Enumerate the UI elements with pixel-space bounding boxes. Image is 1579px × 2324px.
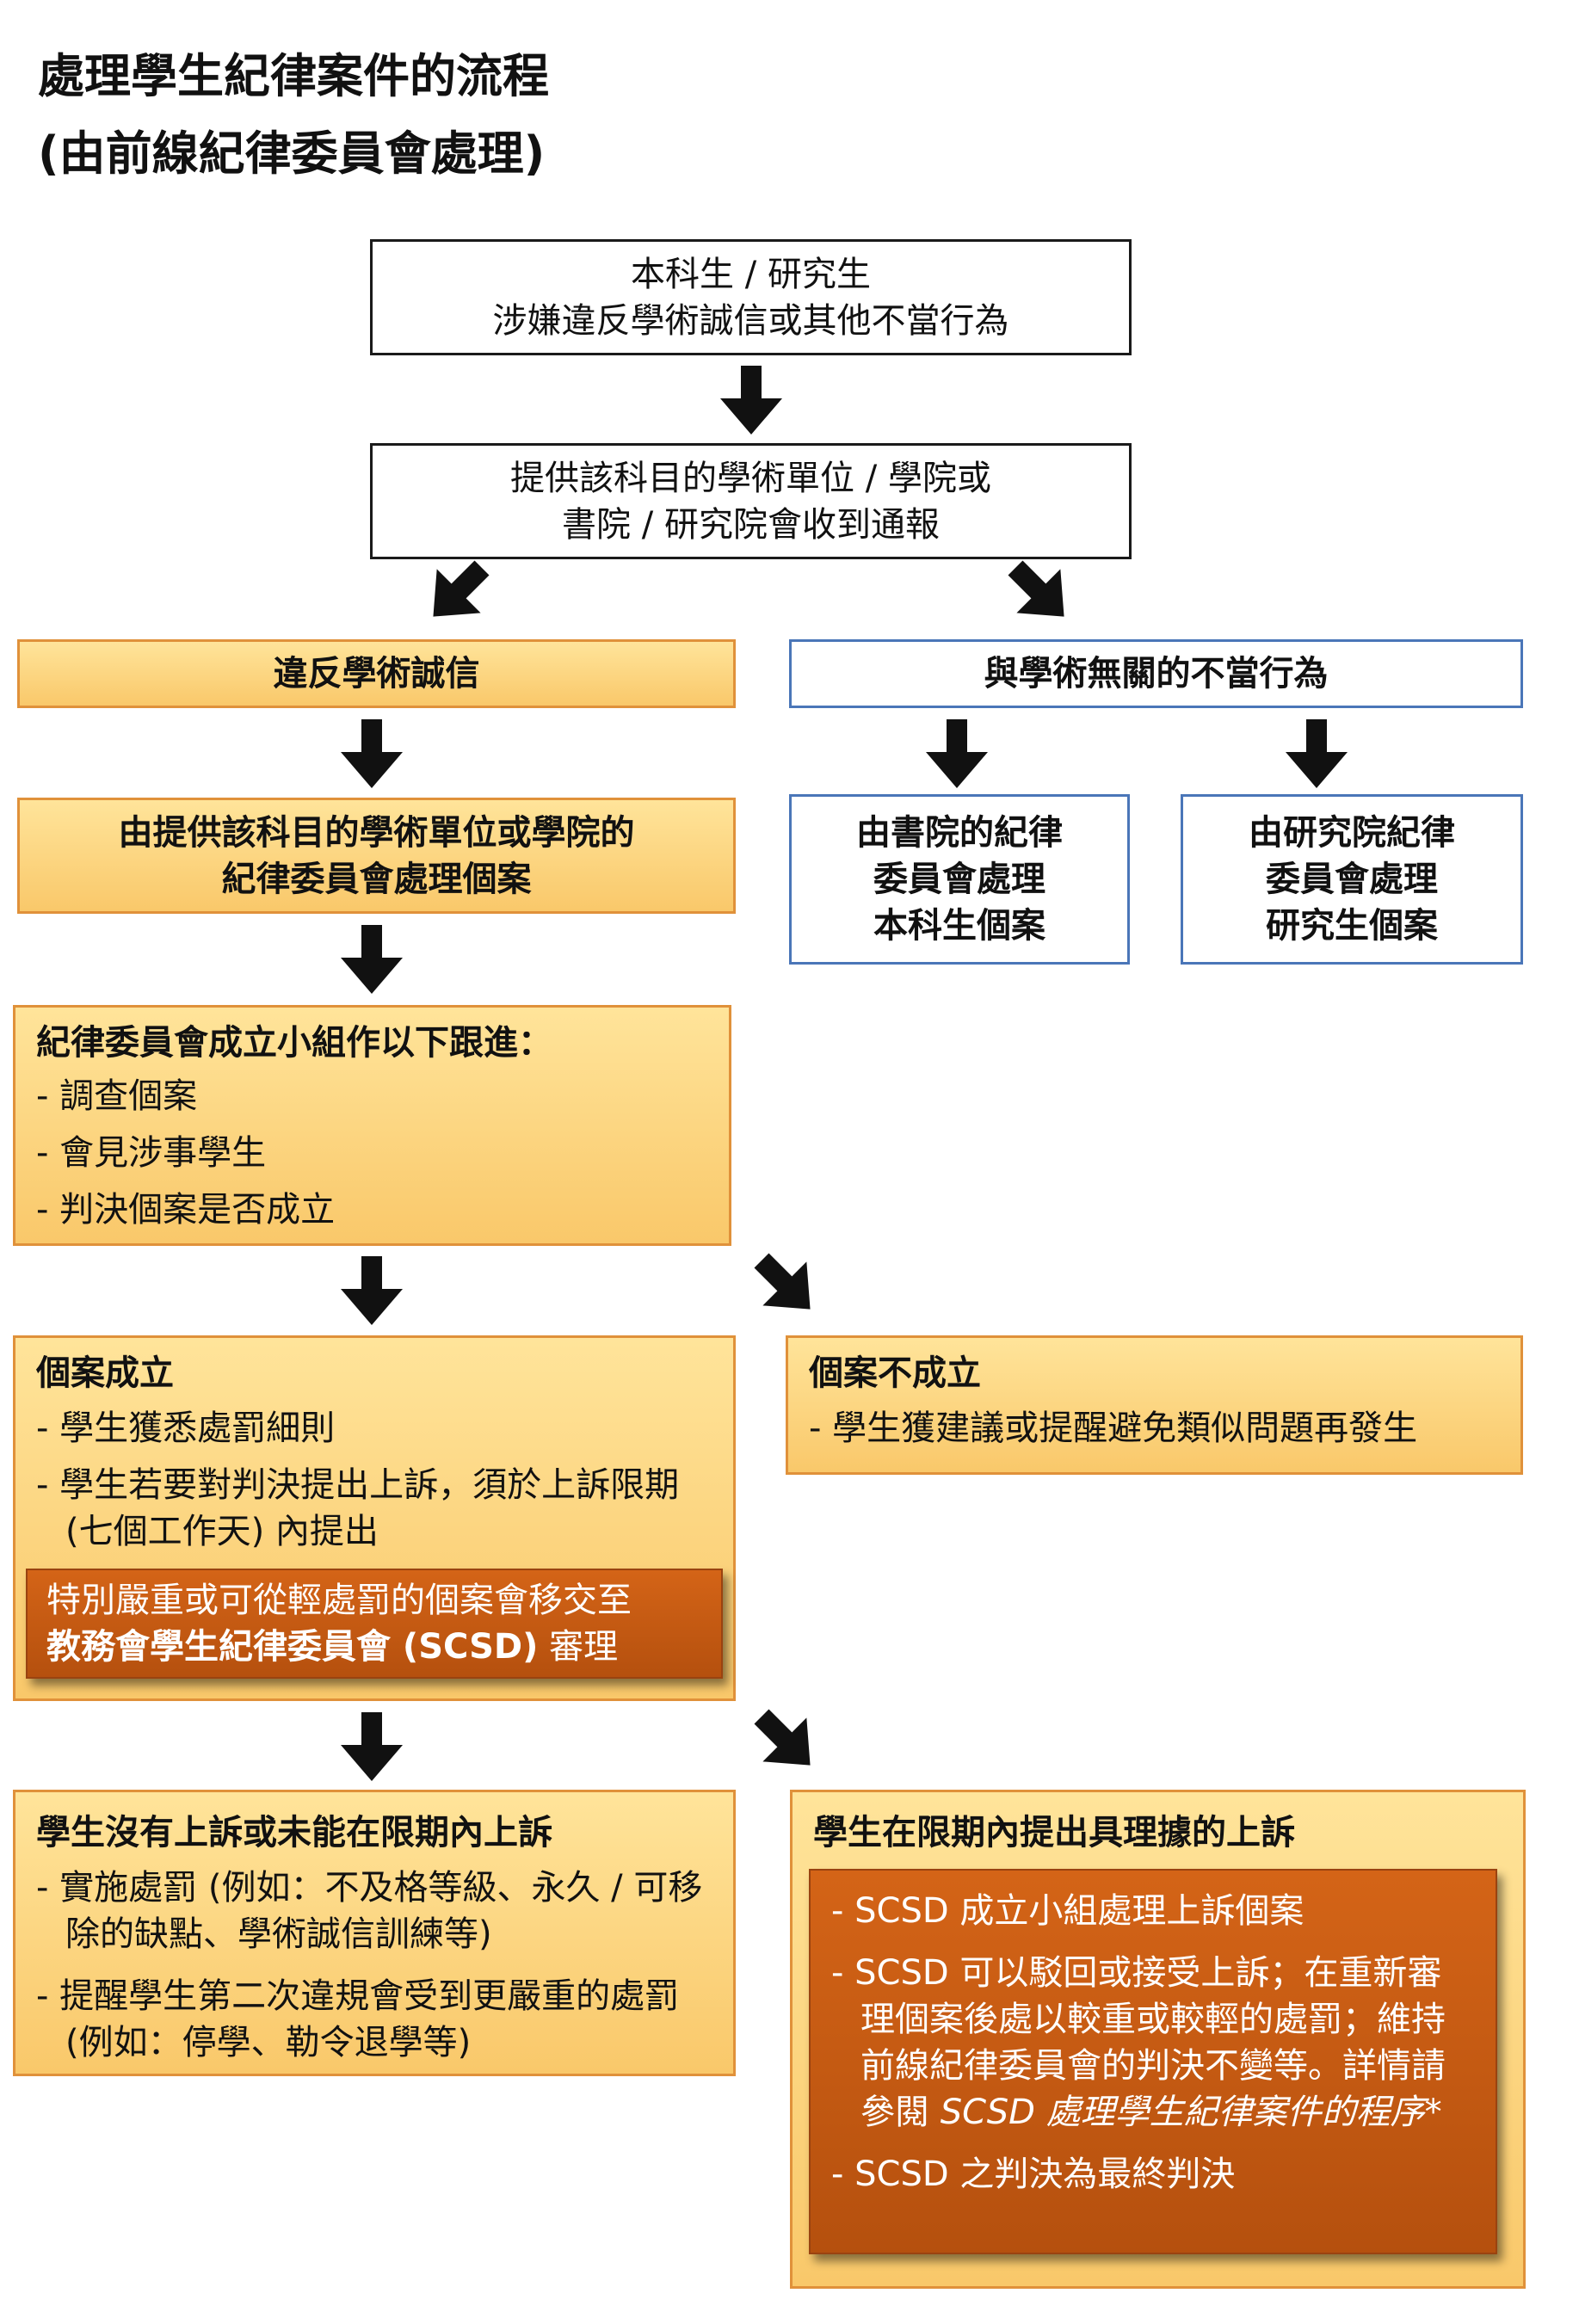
page-title: 處理學生紀律案件的流程 [38, 49, 549, 103]
no-appeal-item: - 實施處罰 (例如：不及格等級、永久 / 可移除的缺點、學術誠信訓練等) [36, 1868, 703, 1954]
no-appeal-item: - 提醒學生第二次違規會受到更嚴重的處罰 (例如：停學、勒令退學等) [36, 1976, 680, 2062]
graduate-committee-line2: 委員會處理 [1266, 860, 1438, 899]
appeal-heading: 學生在限期內提出具理據的上訴 [813, 1813, 1295, 1852]
not-established-box: 個案不成立 - 學生獲建議或提醒避免類似問題再發生 [786, 1335, 1523, 1475]
appeal-item: - SCSD 之判決為最終判決 [831, 2154, 1236, 2194]
not-established-item: - 學生獲建議或提醒避免類似問題再發生 [809, 1409, 1418, 1448]
misconduct-box: 與學術無關的不當行為 [789, 639, 1523, 708]
note-tail: 審理 [538, 1627, 619, 1667]
integrity-label: 違反學術誠信 [273, 654, 480, 694]
appeal-item: - SCSD 可以駁回或接受上訴；在重新審理個案後處以較重或較輕的處罰；維持前線… [831, 1950, 1475, 2136]
graduate-committee-box: 由研究院紀律 委員會處理 研究生個案 [1181, 794, 1523, 965]
start-line2: 涉嫌違反學術誠信或其他不當行為 [492, 300, 1009, 341]
panel-heading: 紀律委員會成立小組作以下跟進： [36, 1023, 552, 1063]
appeal-item: - SCSD 成立小組處理上訴個案 [831, 1891, 1305, 1931]
arrow-down-icon [926, 719, 988, 788]
arrow-down-right-icon [739, 1694, 833, 1788]
start-box: 本科生 / 研究生 涉嫌違反學術誠信或其他不當行為 [370, 239, 1132, 355]
arrow-down-icon [341, 719, 403, 788]
college-committee-box: 由書院的紀律 委員會處理 本科生個案 [789, 794, 1130, 965]
note-bold: 教務會學生紀律委員會 (SCSD) [46, 1627, 539, 1667]
dept-committee-box: 由提供該科目的學術單位或學院的 紀律委員會處理個案 [17, 798, 736, 914]
established-item: - 學生獲悉處罰細則 [36, 1409, 336, 1448]
arrow-down-right-icon [739, 1238, 833, 1332]
arrow-down-icon [341, 1712, 403, 1781]
established-item: - 學生若要對判決提出上訴，須於上訴限期 (七個工作天) 內提出 [36, 1465, 680, 1551]
report-line2: 書院 / 研究院會收到通報 [562, 504, 940, 545]
no-appeal-box: 學生沒有上訴或未能在限期內上訴 - 實施處罰 (例如：不及格等級、永久 / 可移… [13, 1790, 736, 2076]
not-established-heading: 個案不成立 [809, 1353, 981, 1393]
graduate-committee-line1: 由研究院紀律 [1249, 813, 1455, 853]
scsd-appeal-panel: - SCSD 成立小組處理上訴個案 - SCSD 可以駁回或接受上訴；在重新審理… [809, 1869, 1497, 2254]
misconduct-label: 與學術無關的不當行為 [984, 654, 1329, 694]
panel-item: - 判決個案是否成立 [36, 1190, 336, 1230]
college-committee-line2: 委員會處理 [873, 860, 1045, 899]
start-line1: 本科生 / 研究生 [631, 254, 871, 294]
panel-item: - 調查個案 [36, 1076, 198, 1116]
no-appeal-heading: 學生沒有上訴或未能在限期內上訴 [36, 1813, 552, 1852]
arrow-down-icon [720, 366, 782, 435]
arrow-down-right-icon [993, 546, 1087, 639]
scsd-procedure-reference: SCSD 處理學生紀律案件的程序* [940, 2093, 1442, 2132]
report-box: 提供該科目的學術單位 / 學院或 書院 / 研究院會收到通報 [370, 443, 1132, 559]
college-committee-line1: 由書院的紀律 [856, 813, 1063, 853]
arrow-down-left-icon [410, 546, 504, 639]
arrow-down-icon [341, 925, 403, 994]
note-line1: 特別嚴重或可從輕處罰的個案會移交至 [46, 1581, 632, 1620]
integrity-box: 違反學術誠信 [17, 639, 736, 708]
report-line1: 提供該科目的學術單位 / 學院或 [510, 458, 991, 498]
established-heading: 個案成立 [36, 1353, 174, 1393]
panel-item: - 會見涉事學生 [36, 1133, 267, 1173]
dept-committee-line2: 紀律委員會處理個案 [221, 859, 532, 899]
panel-box: 紀律委員會成立小組作以下跟進： - 調查個案 - 會見涉事學生 - 判決個案是否… [13, 1005, 731, 1246]
graduate-committee-line3: 研究生個案 [1266, 906, 1438, 946]
arrow-down-icon [341, 1256, 403, 1325]
college-committee-line3: 本科生個案 [873, 906, 1045, 946]
scsd-referral-note: 特別嚴重或可從輕處罰的個案會移交至 教務會學生紀律委員會 (SCSD) 審理 [26, 1569, 723, 1679]
appeal-item2-text: - SCSD 可以駁回或接受上訴；在重新審理個案後處以較重或較輕的處罰；維持前線… [831, 1953, 1446, 2132]
arrow-down-icon [1286, 719, 1348, 788]
page-subtitle: (由前線紀律委員會處理) [38, 126, 546, 181]
dept-committee-line1: 由提供該科目的學術單位或學院的 [118, 812, 635, 853]
